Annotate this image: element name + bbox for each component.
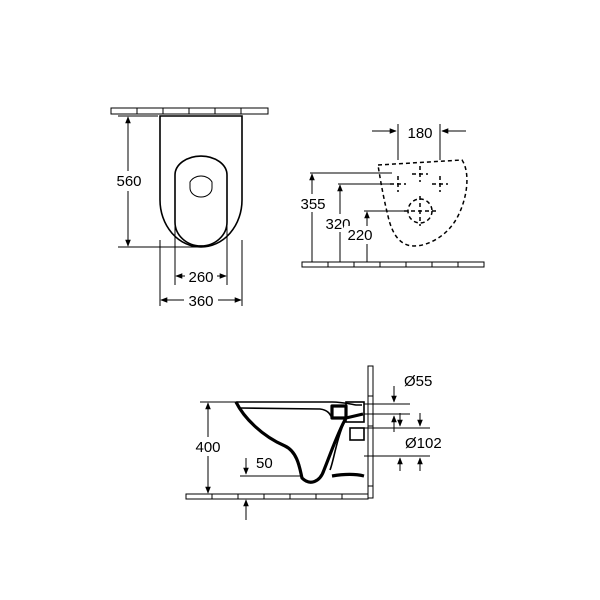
dim-label-50: 50: [256, 455, 273, 472]
front-view: 180 355 320 220: [297, 124, 485, 268]
dim-label-560: 560: [116, 173, 141, 190]
seat-opening: [174, 155, 228, 247]
dim-label-d55: Ø55: [404, 373, 432, 390]
dim-label-d102: Ø102: [405, 435, 442, 452]
dim-label-355: 355: [300, 196, 325, 213]
side-view: Ø55 Ø102 400 50: [185, 365, 442, 520]
floor-strip-side: [185, 493, 369, 500]
rim-detail: [189, 175, 213, 198]
wall-strip-top: [110, 107, 269, 115]
dim-label-180: 180: [407, 125, 432, 142]
floor-strip-front: [301, 261, 485, 268]
wall-strip-side: [367, 365, 374, 499]
dim-label-400: 400: [195, 439, 220, 456]
dim-label-360: 360: [188, 293, 213, 310]
dim-label-260: 260: [188, 269, 213, 286]
top-view: 560 260 360: [110, 107, 269, 310]
bowl-outline-front: [377, 159, 468, 247]
bowl-profile-side: [234, 401, 364, 484]
mounting-holes: [390, 166, 448, 192]
flush-connector: [330, 404, 348, 420]
dim-label-220: 220: [347, 227, 372, 244]
bowl-outline-top: [159, 115, 243, 248]
